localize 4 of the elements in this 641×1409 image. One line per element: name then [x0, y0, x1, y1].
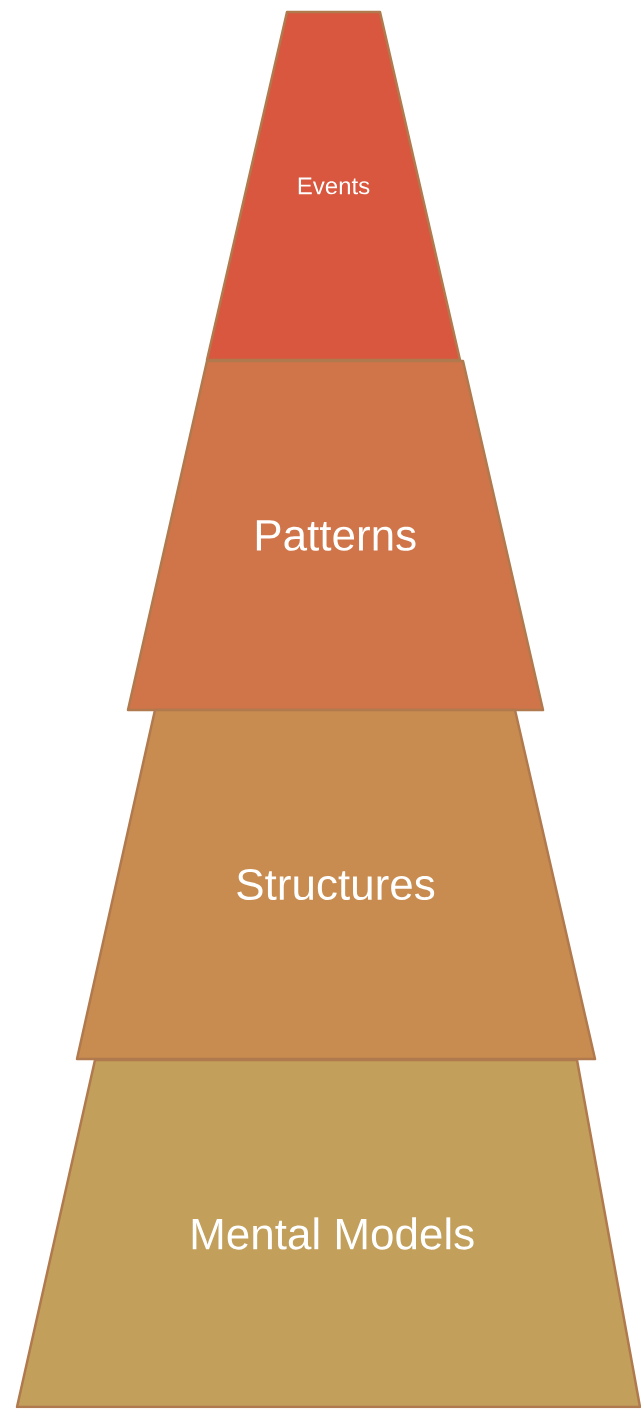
pyramid-level: Structures [75, 708, 597, 1061]
pyramid-level: Mental Models [15, 1058, 641, 1409]
pyramid-level: Patterns [126, 359, 545, 712]
pyramid-level: Events [205, 10, 462, 362]
